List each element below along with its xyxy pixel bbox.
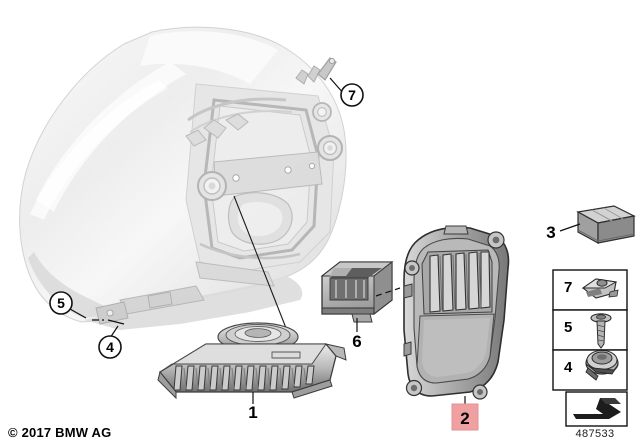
legend-label-5: 5	[564, 319, 572, 336]
svg-text:2: 2	[460, 409, 469, 428]
svg-text:4: 4	[106, 339, 114, 355]
callout-1: 1	[248, 403, 257, 422]
legend-label-7: 7	[564, 279, 572, 296]
headlight-internals	[95, 57, 343, 329]
screw-icon	[590, 313, 612, 349]
callout-5: 5	[49, 291, 73, 315]
arrow-icon	[573, 398, 621, 419]
leader-5-a	[69, 308, 87, 319]
copyright-notice: © 2017 BMW AG	[8, 425, 112, 440]
callout-2: 2	[451, 403, 479, 431]
svg-text:5: 5	[57, 295, 65, 311]
legend-label-4: 4	[564, 359, 573, 376]
headlight-assembly-graphic	[19, 26, 347, 330]
led-driver-housing-graphic	[403, 225, 510, 400]
leader-5-c	[107, 319, 125, 325]
clip-nut-icon	[581, 278, 619, 299]
diagram-number: 487533	[575, 428, 615, 440]
callout-3: 3	[546, 223, 555, 242]
control-module-box-graphic	[559, 205, 636, 245]
grommet-icon	[585, 350, 619, 381]
callout-4: 4	[98, 335, 122, 359]
callout-markers: 7 5 4 1 6 3 2	[49, 83, 556, 431]
leader-6-dash	[375, 287, 401, 297]
legend-box: 7 5 4	[552, 269, 628, 427]
square-control-unit-graphic	[320, 260, 394, 323]
callout-7: 7	[340, 83, 364, 107]
callout-6: 6	[352, 332, 361, 351]
svg-text:7: 7	[348, 87, 356, 103]
led-module-heatsink-graphic	[157, 322, 347, 400]
